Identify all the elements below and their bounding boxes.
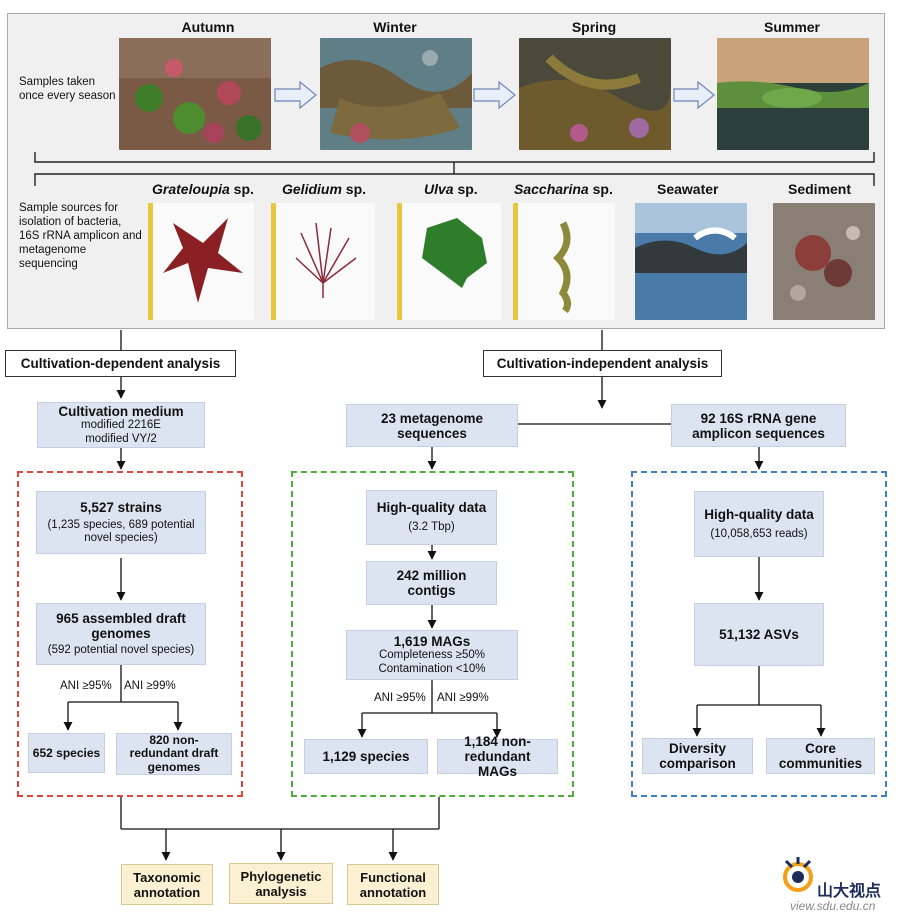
draft-genomes-box: 965 assembled draft genomes (592 potenti… <box>36 603 206 665</box>
saccharina-photo <box>513 203 615 320</box>
gelidium-photo <box>271 203 375 320</box>
season-label-summer: Summer <box>763 19 821 35</box>
dependent-species-box: 652 species <box>28 733 105 773</box>
independent-header: Cultivation-independent analysis <box>483 350 722 377</box>
season-label-autumn: Autumn <box>181 19 235 35</box>
dependent-group <box>17 471 243 797</box>
summer-photo <box>717 38 869 150</box>
source-label-seawater: Seawater <box>657 181 719 197</box>
cultivation-medium-box: Cultivation medium modified 2216E modifi… <box>37 402 205 448</box>
mags-box: 1,619 MAGs Completeness ≥50% Contaminati… <box>346 630 518 680</box>
samples-note: Samples taken once every season <box>19 76 116 102</box>
watermark-text: 山大视点 <box>817 883 882 900</box>
source-label-gelidium: Gelidium sp. <box>282 181 367 197</box>
contigs-box: 242 million contigs <box>366 561 497 605</box>
amplicon-hq-box: High-quality data (10,058,653 reads) <box>694 491 824 557</box>
amplicon-box: 92 16S rRNA gene amplicon sequences <box>671 404 846 447</box>
sources-note: Sample sources for isolation of bacteria… <box>19 202 142 270</box>
season-arrow-3-icon <box>673 80 715 110</box>
sediment-photo <box>773 203 875 320</box>
source-label-sediment: Sediment <box>788 181 852 197</box>
season-label-spring: Spring <box>571 19 617 35</box>
dependent-header: Cultivation-dependent analysis <box>5 350 236 377</box>
independent-species-box: 1,129 species <box>304 739 428 774</box>
dependent-ani95-label: ANI ≥95% <box>60 680 112 692</box>
source-label-saccharina: Saccharina sp. <box>514 181 613 197</box>
spring-photo <box>519 38 671 150</box>
metagenome-box: 23 metagenome sequences <box>346 404 518 447</box>
season-label-winter: Winter <box>373 19 417 35</box>
strains-box: 5,527 strains (1,235 species, 689 potent… <box>36 491 206 554</box>
metagenome-hq-box: High-quality data (3.2 Tbp) <box>366 490 497 545</box>
source-label-ulva: Ulva sp. <box>424 181 478 197</box>
season-arrow-2-icon <box>473 80 516 110</box>
grateloupia-photo <box>148 203 254 320</box>
phylogenetic-analysis-box: Phylogenetic analysis <box>229 863 333 904</box>
metagenome-group <box>291 471 574 797</box>
core-communities-box: Core communities <box>766 738 875 774</box>
dependent-nonredundant-box: 820 non-redundant draft genomes <box>116 733 232 775</box>
amplicon-group <box>631 471 887 797</box>
dependent-ani99-label: ANI ≥99% <box>124 680 176 692</box>
nonredundant-mags-box: 1,184 non-redundant MAGs <box>437 734 558 779</box>
watermark-url: view.sdu.edu.cn <box>790 899 876 913</box>
asvs-box: 51,132 ASVs <box>694 603 824 666</box>
ulva-photo <box>397 203 501 320</box>
source-label-grateloupia: Grateloupia sp. <box>152 181 254 197</box>
functional-annotation-box: Functional annotation <box>347 864 439 905</box>
watermark-logo-icon <box>783 857 813 892</box>
season-arrow-1-icon <box>274 80 317 110</box>
autumn-photo <box>119 38 271 150</box>
seawater-photo <box>635 203 747 320</box>
diversity-box: Diversity comparison <box>642 738 753 774</box>
winter-photo <box>320 38 472 150</box>
independent-ani95-label: ANI ≥95% <box>374 692 426 704</box>
independent-ani99-label: ANI ≥99% <box>437 692 489 704</box>
taxonomic-annotation-box: Taxonomic annotation <box>121 864 213 905</box>
